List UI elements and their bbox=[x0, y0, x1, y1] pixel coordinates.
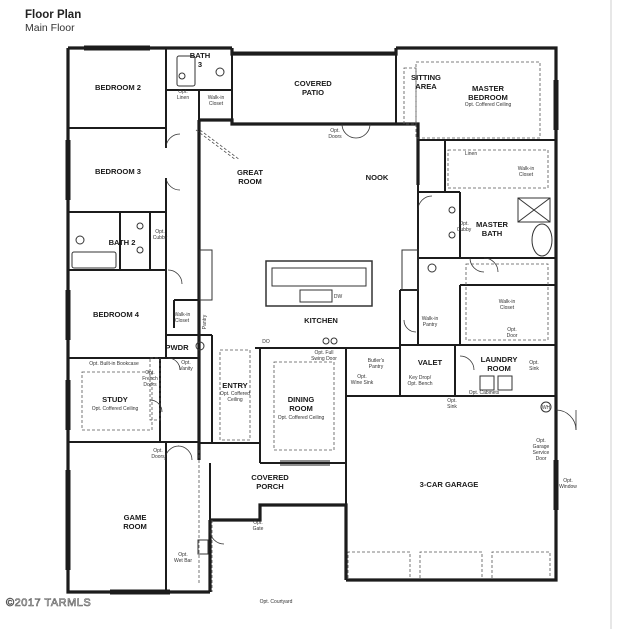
note-key-drop: Key Drop/Opt. Bench bbox=[407, 375, 432, 387]
room-valet-label: VALET bbox=[418, 358, 443, 367]
note-dining-coffered: Opt. Coffered Ceiling bbox=[278, 415, 325, 421]
note-opt-cubby-master: Opt.Cubby bbox=[457, 221, 472, 233]
note-garage-sink: Opt.Sink bbox=[447, 398, 457, 410]
note-opt-cubby-bath2: Opt.Cubby bbox=[153, 229, 168, 241]
page-subtitle: Main Floor bbox=[25, 22, 75, 34]
fixtures bbox=[71, 55, 553, 555]
note-linen: Linen bbox=[465, 151, 477, 157]
room-entry-label: ENTRY bbox=[222, 381, 247, 390]
note-wet-bar: Opt.Wet Bar bbox=[174, 552, 192, 564]
note-opt-door-master: Opt.Door bbox=[507, 327, 518, 339]
plan-notes: Opt. Coffered Ceiling Opt. Coffered Ceil… bbox=[89, 89, 577, 605]
room-bath2-label: BATH 2 bbox=[109, 238, 136, 247]
note-opt-cabinets: Opt. Cabinets bbox=[469, 390, 500, 396]
note-wh: WH bbox=[542, 405, 551, 411]
room-study-label: STUDY bbox=[102, 395, 128, 404]
watermark: ©2017 TARMLS bbox=[6, 597, 92, 610]
note-dw: DW bbox=[334, 294, 343, 300]
room-bedroom3-label: BEDROOM 3 bbox=[95, 167, 141, 176]
note-study-coffered: Opt. Coffered Ceiling bbox=[92, 406, 139, 412]
note-laundry-sink: Opt.Sink bbox=[529, 360, 539, 372]
room-kitchen-label: KITCHEN bbox=[304, 316, 338, 325]
room-garage-label: 3-CAR GARAGE bbox=[420, 480, 479, 489]
windows bbox=[65, 45, 559, 595]
note-game-doors: Opt.Doors bbox=[151, 448, 165, 460]
dashed-outlines bbox=[81, 61, 549, 592]
page-title: Floor Plan bbox=[25, 9, 82, 21]
room-bedroom2-label: BEDROOM 2 bbox=[95, 83, 141, 92]
room-pwdr-label: PWDR bbox=[165, 343, 189, 352]
door-swings bbox=[149, 123, 577, 545]
note-pantry: Pantry bbox=[202, 314, 208, 329]
note-garage-window: Opt.Window bbox=[559, 478, 577, 490]
garage-door-outline bbox=[347, 551, 551, 578]
note-do: DO bbox=[262, 339, 270, 345]
room-bedroom4-label: BEDROOM 4 bbox=[93, 310, 140, 319]
note-opt-linen: Opt.Linen bbox=[177, 89, 189, 101]
note-wine-sink: Opt.Wine Sink bbox=[351, 374, 374, 386]
note-courtyard: Opt. Courtyard bbox=[260, 599, 293, 605]
note-patio-doors: Opt.Doors bbox=[328, 128, 342, 140]
note-opt-vanity: Opt.Vanity bbox=[179, 360, 193, 372]
note-builtin-bookcase: Opt. Built-in Bookcase bbox=[89, 361, 139, 367]
plan-header: Floor Plan Main Floor bbox=[25, 8, 81, 35]
room-nook-label: NOOK bbox=[366, 173, 389, 182]
note-opt-gate: Opt.Gate bbox=[253, 520, 264, 532]
note-master-coffered: Opt. Coffered Ceiling bbox=[465, 102, 512, 108]
